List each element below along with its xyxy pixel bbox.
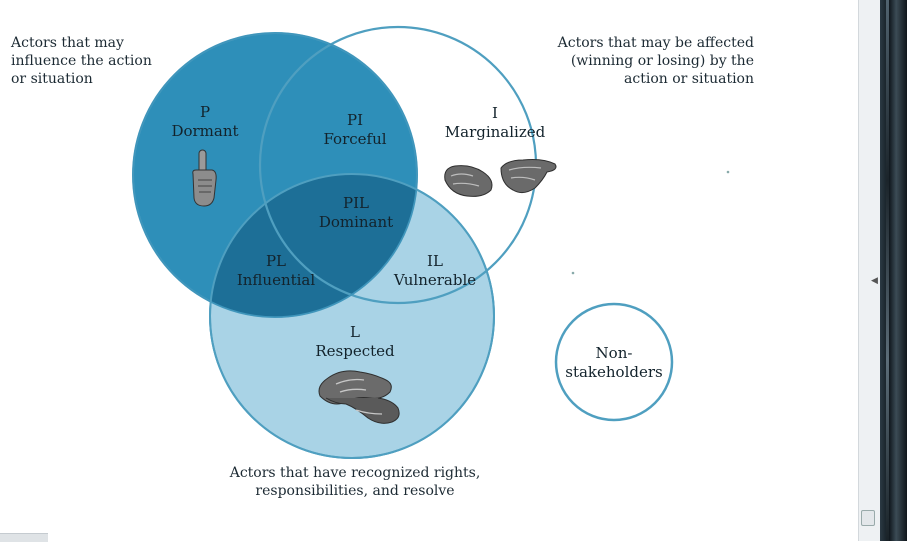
raised-index-finger-icon: [192, 149, 217, 207]
handshake-icon: [318, 370, 400, 424]
open-palms-icon: [444, 159, 557, 197]
non-stakeholders-circle: [554, 302, 674, 422]
interest-annotation: Actors that may be affected (winning or …: [557, 35, 754, 87]
side-panel: [880, 0, 907, 541]
scrollbar-button[interactable]: [861, 510, 875, 526]
power-annotation: Actors that may influence the action or …: [11, 35, 152, 87]
vertical-scrollbar[interactable]: [858, 0, 881, 541]
bottom-left-tab: [0, 533, 48, 542]
non-stakeholders-label: Non-stakeholders: [565, 344, 663, 381]
legitimacy-annotation: Actors that have recognized rights, resp…: [229, 465, 481, 499]
scroll-left-arrow-icon[interactable]: ◀: [871, 276, 878, 286]
